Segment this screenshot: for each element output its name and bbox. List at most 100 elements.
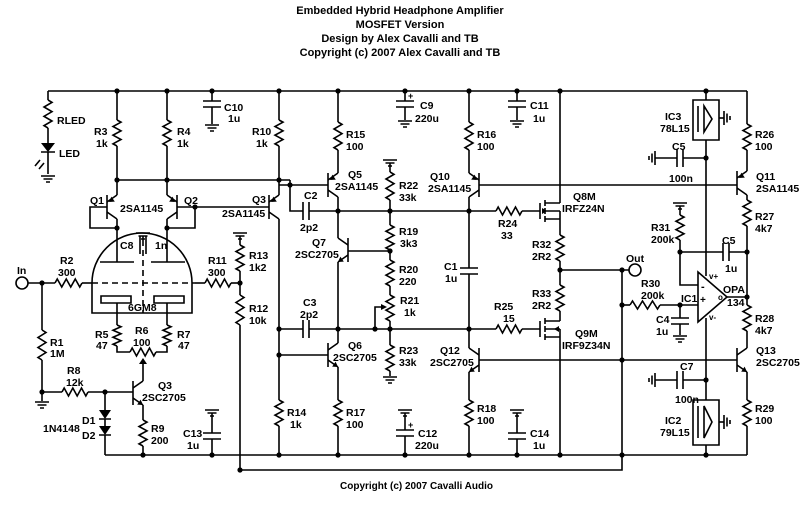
wire bbox=[374, 306, 383, 329]
ground-symbol bbox=[398, 120, 412, 128]
r18-ref-label: R18 bbox=[477, 403, 496, 415]
r29-value-label: 100 bbox=[755, 415, 773, 427]
ground-symbol bbox=[648, 373, 656, 387]
pot-wiper-arrow bbox=[381, 304, 387, 310]
r7-ref-label: R7 bbox=[177, 329, 191, 341]
ic1-ref-label: IC1 bbox=[681, 293, 698, 305]
resistor bbox=[332, 399, 344, 427]
capacitor bbox=[671, 317, 689, 325]
transistor bbox=[337, 237, 349, 263]
r33-ref-label: R33 bbox=[532, 288, 551, 300]
wire bbox=[116, 346, 130, 353]
resistor bbox=[674, 214, 686, 241]
ground-symbol bbox=[723, 415, 731, 429]
resistor bbox=[463, 399, 475, 427]
r9-value-label: 200 bbox=[151, 435, 169, 447]
c5a-value-label: 100n bbox=[669, 173, 693, 185]
ic3-value-label: 78L15 bbox=[660, 123, 690, 135]
r6-ref-label: R6 bbox=[135, 325, 149, 337]
capacitor bbox=[396, 100, 414, 108]
d1-ref-label: D1 bbox=[82, 415, 96, 427]
ground-symbol bbox=[510, 120, 524, 128]
junction-dot bbox=[164, 225, 170, 231]
regulator-symbol bbox=[697, 405, 713, 439]
c4-ref-label: C4 bbox=[656, 314, 670, 326]
r31-value-label: 200k bbox=[651, 234, 675, 246]
c2-ref-label: C2 bbox=[304, 190, 318, 202]
r19-value-label: 3k3 bbox=[400, 238, 418, 250]
ic2-value-label: 79L15 bbox=[660, 427, 690, 439]
regulator-ic3 bbox=[692, 99, 720, 141]
c10-ref-label: C10 bbox=[224, 102, 243, 114]
r13-value-label: 1k2 bbox=[249, 262, 267, 274]
capacitor bbox=[302, 202, 310, 220]
q13-ref-label: Q13 bbox=[756, 345, 776, 357]
r23-value-label: 33k bbox=[399, 357, 417, 369]
r10-value-label: 1k bbox=[256, 138, 268, 150]
ground-symbol bbox=[41, 175, 55, 183]
transistor bbox=[736, 347, 748, 373]
capacitor bbox=[203, 100, 221, 108]
output-label: Out bbox=[626, 253, 645, 265]
mosfet bbox=[545, 202, 561, 220]
resistor bbox=[741, 399, 753, 427]
wire bbox=[116, 303, 168, 325]
r2-ref-label: R2 bbox=[60, 255, 74, 267]
junction-dot bbox=[164, 177, 170, 183]
q3b-ref-label: Q3 bbox=[158, 380, 172, 392]
c8-value-label: 1n bbox=[155, 240, 167, 252]
q6-value-label: 2SC2705 bbox=[333, 352, 377, 364]
r20-ref-label: R20 bbox=[399, 264, 418, 276]
r3-value-label: 1k bbox=[96, 138, 108, 150]
q10-value-label: 2SA1145 bbox=[428, 183, 471, 195]
capacitor bbox=[302, 320, 310, 338]
q12-ref-label: Q12 bbox=[440, 345, 460, 357]
resistor bbox=[384, 294, 396, 322]
r27-ref-label: R27 bbox=[755, 211, 774, 223]
vacuum-tube-envelope bbox=[91, 232, 193, 314]
resistor bbox=[495, 323, 523, 335]
led-light-rays bbox=[34, 159, 45, 170]
c1-value-label: 1u bbox=[445, 273, 457, 285]
title-line-2: MOSFET Version bbox=[356, 19, 445, 31]
junction-dot bbox=[387, 326, 393, 332]
emitter-arrow bbox=[469, 366, 475, 372]
q9m-ref-label: Q9M bbox=[575, 328, 598, 340]
resistor bbox=[463, 121, 475, 151]
r17-ref-label: R17 bbox=[346, 407, 365, 419]
r22-value-label: 33k bbox=[399, 192, 417, 204]
emitter-arrow bbox=[109, 196, 115, 202]
polarity-mark: + bbox=[408, 91, 413, 101]
c5a-ref-label: C5 bbox=[672, 141, 686, 153]
resistor bbox=[384, 224, 396, 251]
q7-ref-label: Q7 bbox=[312, 237, 326, 249]
mosfet-arrow bbox=[554, 326, 559, 332]
r6-value-label: 100 bbox=[133, 337, 151, 349]
feedback-return-line bbox=[239, 270, 623, 471]
r7-value-label: 47 bbox=[178, 340, 190, 352]
ground-symbol bbox=[205, 124, 219, 132]
c13-ref-label: C13 bbox=[183, 428, 202, 440]
ic1-part-label-2: 134 bbox=[727, 297, 745, 309]
q11-ref-label: Q11 bbox=[756, 171, 775, 183]
r8-ref-label: R8 bbox=[67, 365, 81, 377]
capacitor bbox=[676, 371, 684, 389]
r28-ref-label: R28 bbox=[755, 313, 774, 325]
ic1-output-pin: o bbox=[718, 293, 723, 302]
r23-ref-label: R23 bbox=[399, 345, 418, 357]
wire bbox=[289, 180, 303, 212]
resistor bbox=[332, 121, 344, 151]
r11-ref-label: R11 bbox=[208, 255, 227, 267]
r1-value-label: 1M bbox=[50, 348, 65, 360]
r11-value-label: 300 bbox=[208, 267, 226, 279]
wire bbox=[99, 418, 111, 426]
r3-ref-label: R3 bbox=[94, 126, 108, 138]
mosfet bbox=[545, 320, 561, 338]
capacitor bbox=[203, 432, 221, 440]
led-ref-label: LED bbox=[59, 148, 80, 160]
diode-d1 bbox=[99, 410, 111, 419]
q1-value-label: 2SA1145 bbox=[120, 203, 163, 215]
emitter-arrow bbox=[332, 361, 338, 367]
c14-ref-label: C14 bbox=[530, 428, 549, 440]
c9-value-label: 220u bbox=[415, 113, 439, 125]
